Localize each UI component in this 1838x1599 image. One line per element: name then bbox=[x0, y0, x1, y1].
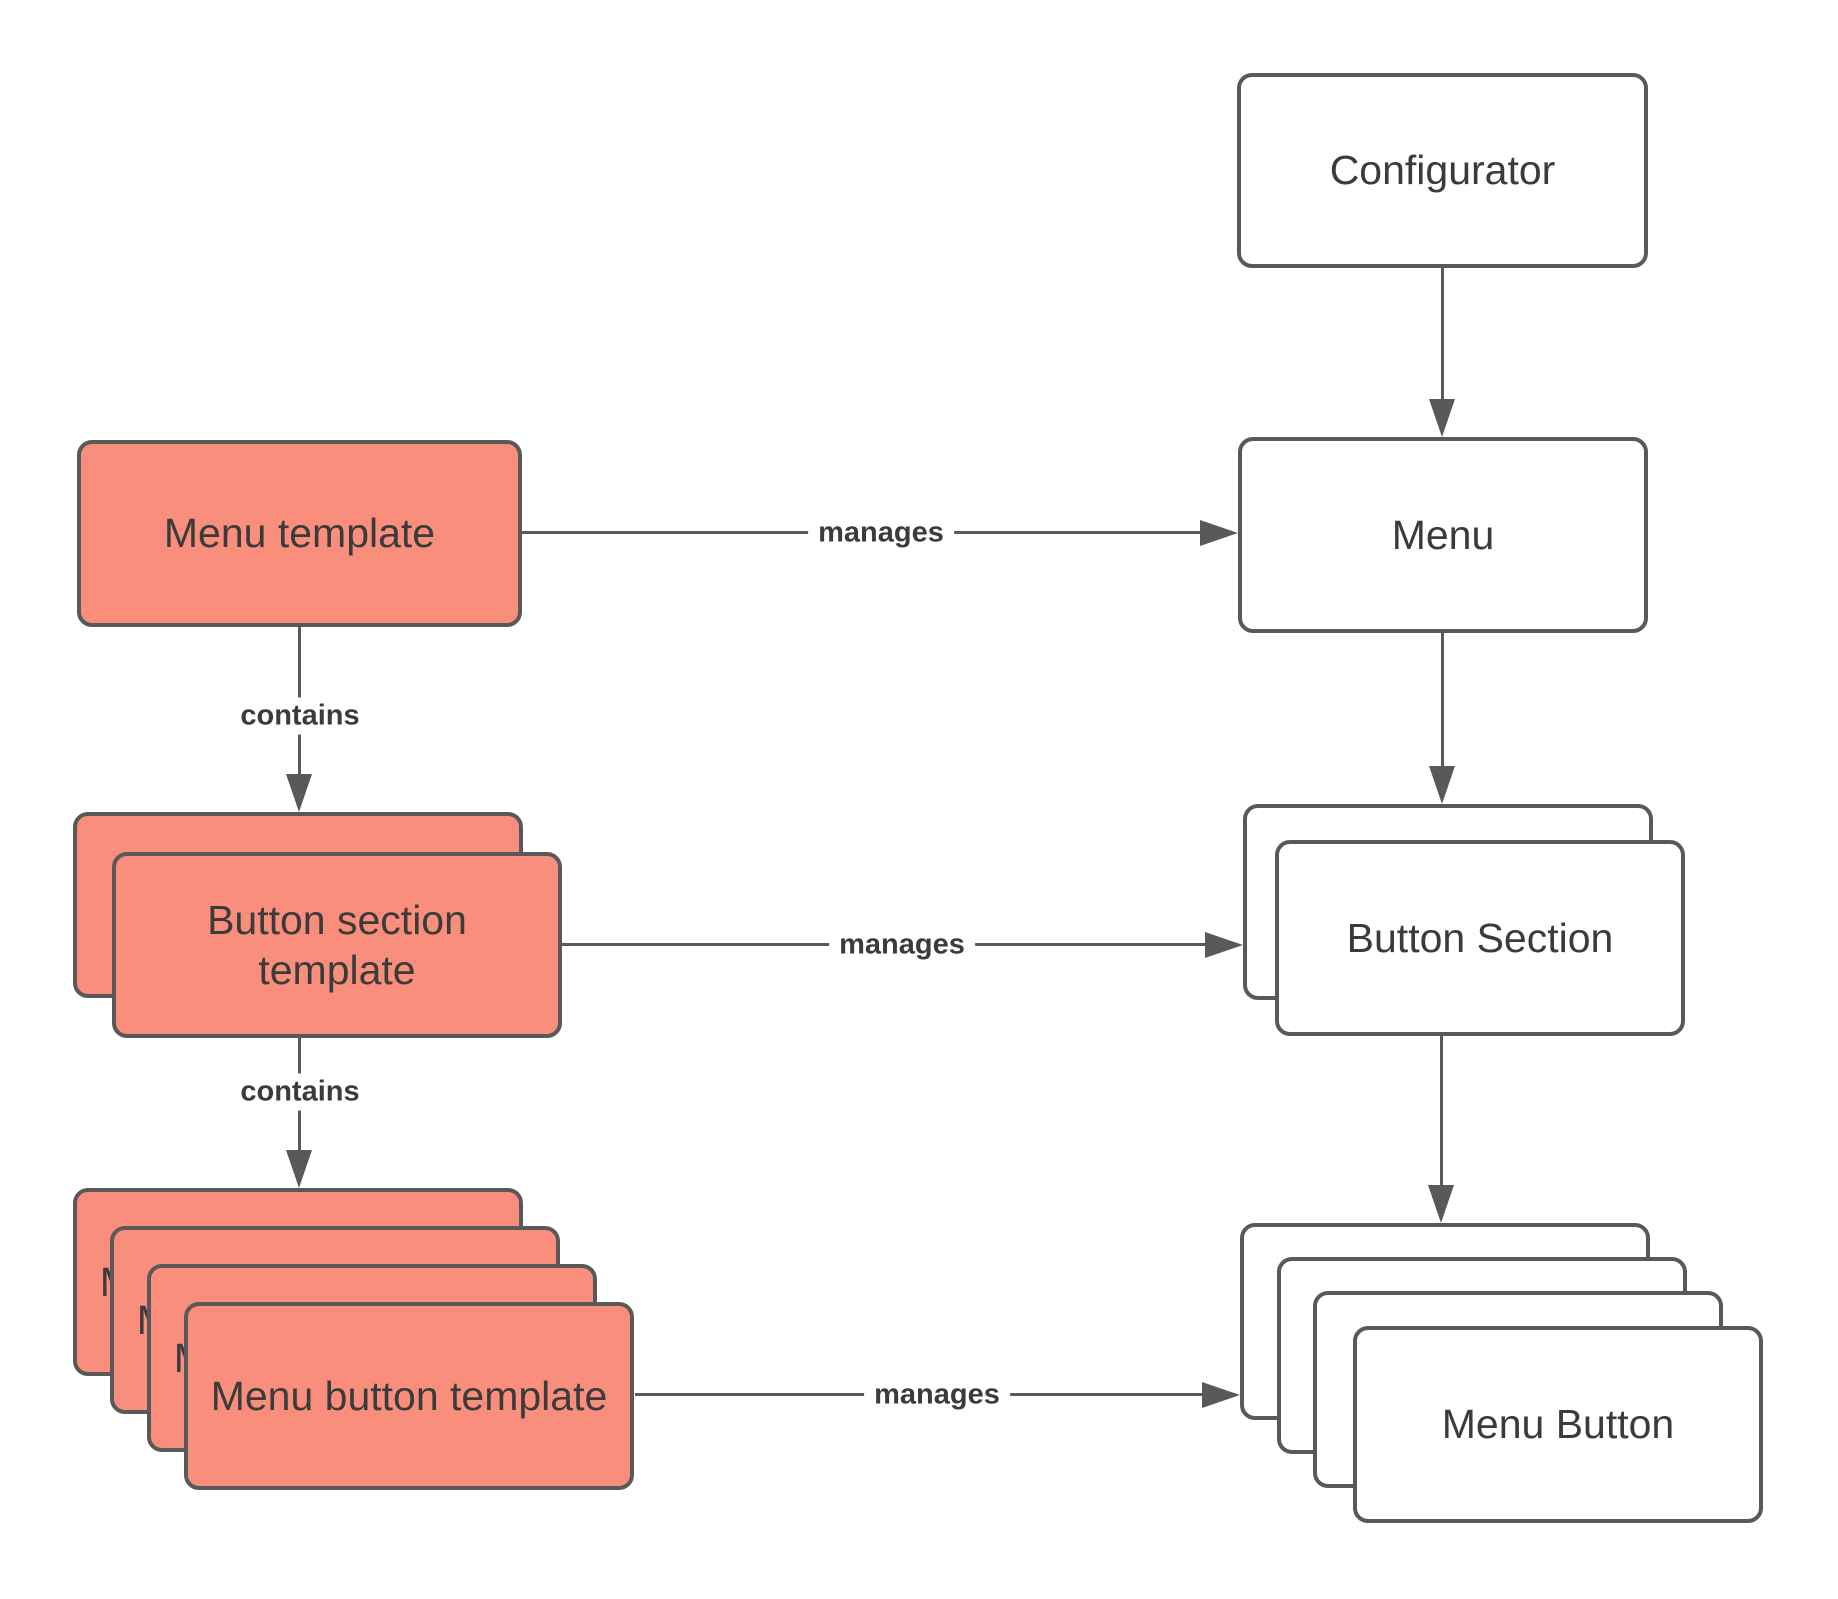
arrowhead-down-icon bbox=[286, 1150, 312, 1188]
node-menu-button-template: Menu button template bbox=[184, 1302, 634, 1490]
node-button-section: Button Section bbox=[1275, 840, 1685, 1036]
edge-menu-to-button-section bbox=[1441, 633, 1444, 766]
node-label: Button Section bbox=[1346, 914, 1614, 961]
node-label: Menu bbox=[1391, 511, 1495, 558]
node-label: Button section template bbox=[207, 896, 467, 993]
node-label: Configurator bbox=[1329, 147, 1556, 194]
node-label: Menu button template bbox=[210, 1372, 608, 1419]
edge-configurator-to-menu bbox=[1441, 268, 1444, 399]
arrowhead-down-icon bbox=[1429, 766, 1455, 804]
arrowhead-right-icon bbox=[1200, 520, 1238, 546]
node-label: Menu Button bbox=[1441, 1401, 1675, 1448]
node-menu-template: Menu template bbox=[77, 440, 522, 627]
node-label: Menu template bbox=[163, 510, 436, 557]
arrowhead-right-icon bbox=[1205, 932, 1243, 958]
arrowhead-down-icon bbox=[1429, 399, 1455, 437]
node-configurator: Configurator bbox=[1237, 73, 1648, 268]
arrowhead-down-icon bbox=[286, 774, 312, 812]
edge-label-manages-2: manages bbox=[829, 926, 975, 964]
arrowhead-down-icon bbox=[1428, 1185, 1454, 1223]
node-menu-button: Menu Button bbox=[1353, 1326, 1763, 1523]
edge-button-section-to-menu-button bbox=[1440, 1036, 1443, 1185]
edge-label-contains-2: contains bbox=[230, 1073, 370, 1111]
edge-label-manages-3: manages bbox=[864, 1376, 1010, 1414]
node-button-section-template: Button section template bbox=[112, 852, 562, 1038]
arrowhead-right-icon bbox=[1202, 1382, 1240, 1408]
node-menu: Menu bbox=[1238, 437, 1648, 633]
edge-label-contains-1: contains bbox=[230, 697, 370, 735]
edge-label-manages-1: manages bbox=[808, 514, 954, 552]
